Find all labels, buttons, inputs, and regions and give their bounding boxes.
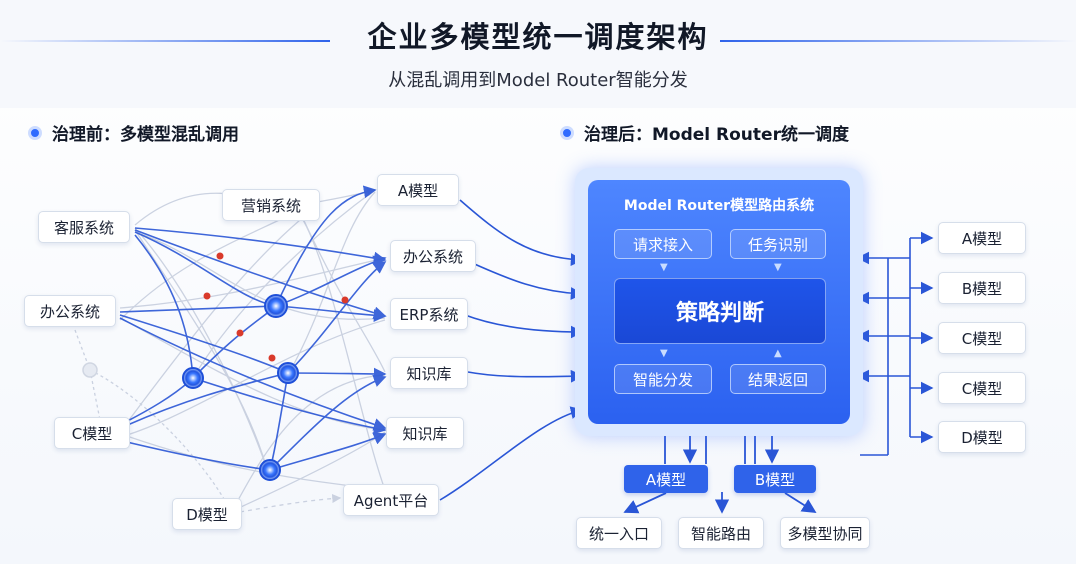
- error-dots: [203, 252, 349, 362]
- down-arrow-icon: ▼: [774, 262, 782, 273]
- bullet-icon: [28, 125, 42, 140]
- model-a-right[interactable]: A模型: [938, 222, 1026, 254]
- node-office-system-right[interactable]: 办公系统: [390, 240, 476, 272]
- node-c-model-left[interactable]: C模型: [54, 417, 130, 449]
- title-line-right: [720, 40, 1076, 42]
- chaos-lines-dark: [109, 185, 387, 471]
- node-agent-platform[interactable]: Agent平台: [343, 484, 439, 516]
- router-dispatch-box[interactable]: 智能分发: [614, 364, 712, 394]
- node-kefu-system[interactable]: 客服系统: [38, 211, 130, 243]
- node-knowledge-base-1[interactable]: 知识库: [390, 357, 468, 389]
- model-c-right-1[interactable]: C模型: [938, 322, 1026, 354]
- model-c-right-2[interactable]: C模型: [938, 372, 1026, 404]
- node-erp-system[interactable]: ERP系统: [390, 298, 468, 330]
- node-office-system-left[interactable]: 办公系统: [24, 295, 116, 327]
- down-arrow-icon: ▼: [660, 262, 668, 273]
- title-line-left: [0, 40, 330, 42]
- model-b-right[interactable]: B模型: [938, 272, 1026, 304]
- chaos-lines-light: [74, 187, 386, 516]
- router-request-box[interactable]: 请求接入: [614, 229, 712, 259]
- router-task-box[interactable]: 任务识别: [730, 229, 826, 259]
- bullet-icon: [560, 125, 574, 140]
- header-banner: [0, 0, 1076, 108]
- output-connectors: [856, 231, 934, 456]
- router-result-box[interactable]: 结果返回: [730, 364, 826, 394]
- page-title: 企业多模型统一调度架构: [367, 20, 709, 54]
- section-before-title: 治理前：多模型混乱调用: [52, 125, 239, 145]
- node-d-model-left[interactable]: D模型: [172, 498, 242, 530]
- up-arrow-icon: ▲: [774, 348, 782, 359]
- section-after: 治理后：Model Router统一调度: [560, 120, 849, 145]
- node-knowledge-base-2[interactable]: 知识库: [386, 417, 464, 449]
- input-arrows: [439, 199, 584, 501]
- node-marketing-system[interactable]: 营销系统: [222, 189, 320, 221]
- router-title: Model Router模型路由系统: [623, 198, 815, 214]
- bottom-b-model[interactable]: B模型: [734, 465, 816, 493]
- bottom-a-model[interactable]: A模型: [624, 465, 708, 493]
- page-subtitle: 从混乱调用到Model Router智能分发: [388, 70, 688, 91]
- feature-multi-model-collab: 多模型协同: [780, 517, 870, 549]
- node-a-model-left[interactable]: A模型: [377, 174, 459, 206]
- section-before: 治理前：多模型混乱调用: [28, 120, 239, 145]
- feature-smart-routing: 智能路由: [678, 517, 764, 549]
- section-after-title: 治理后：Model Router统一调度: [584, 125, 849, 145]
- router-strategy-box[interactable]: 策略判断: [614, 278, 826, 344]
- down-arrow-icon: ▼: [660, 348, 668, 359]
- model-d-right[interactable]: D模型: [938, 421, 1026, 453]
- hub-nodes: [82, 294, 299, 481]
- feature-unified-entry: 统一入口: [576, 517, 662, 549]
